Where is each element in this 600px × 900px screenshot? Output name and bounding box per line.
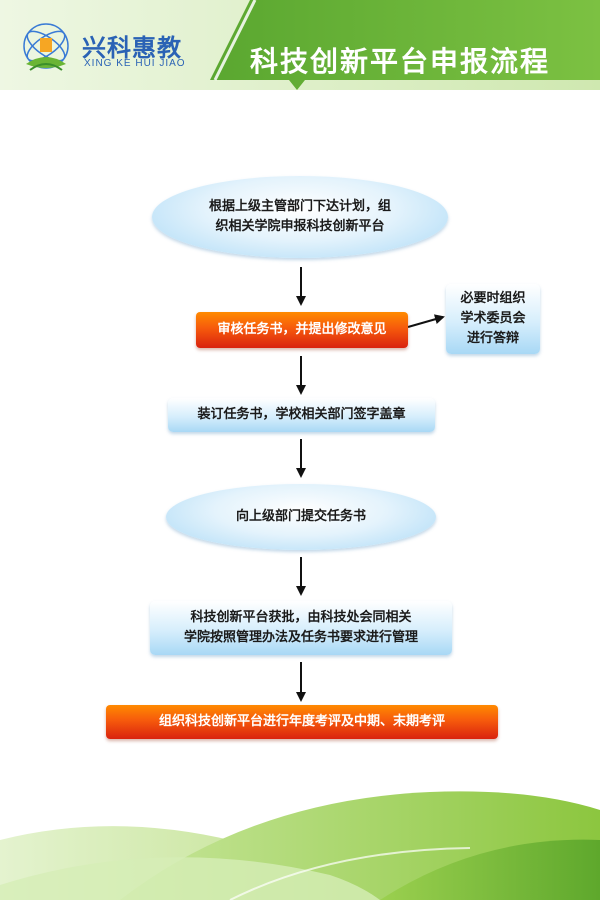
logo-text: 兴科惠教 (82, 34, 182, 62)
header-background (0, 0, 600, 90)
step2-label: 审核任务书，并提出修改意见 (217, 322, 387, 337)
step6-label: 组织科技创新平台进行年度考评及中期、末期考评 (158, 714, 445, 729)
step5-line2: 学院按照管理办法及任务书要求进行管理 (183, 630, 418, 645)
bottom-decoration (0, 791, 600, 900)
logo-icon (23, 23, 69, 71)
step5-node: 科技创新平台获批，由科技处会同相关 学院按照管理办法及任务书要求进行管理 (150, 601, 452, 655)
step1-line1: 根据上级主管部门下达计划，组 (208, 199, 391, 214)
header-banner: 兴科惠教 XING KE HUI JIAO 科技创新平台申报流程 (0, 0, 600, 90)
step2-side-node: 必要时组织 学术委员会 进行答辩 (446, 284, 540, 354)
page-title: 科技创新平台申报流程 (249, 45, 550, 78)
step4-node: 向上级部门提交任务书 (166, 484, 436, 550)
step4-label: 向上级部门提交任务书 (235, 509, 366, 524)
step2-side-line3: 进行答辩 (466, 331, 519, 346)
step2-side-line2: 学术委员会 (460, 311, 526, 326)
step1-line2: 织相关学院申报科技创新平台 (215, 219, 385, 234)
step3-node: 装订任务书，学校相关部门签字盖章 (168, 398, 435, 432)
step2-node: 审核任务书，并提出修改意见 (196, 312, 408, 348)
step3-label: 装订任务书，学校相关部门签字盖章 (197, 407, 406, 422)
step5-line1: 科技创新平台获批，由科技处会同相关 (190, 610, 412, 625)
logo-subtext: XING KE HUI JIAO (84, 58, 186, 69)
arrow-step2-to-side (407, 314, 445, 328)
step2-side-line1: 必要时组织 (460, 291, 526, 306)
step6-node: 组织科技创新平台进行年度考评及中期、末期考评 (106, 705, 498, 739)
step1-node: 根据上级主管部门下达计划，组 织相关学院申报科技创新平台 (152, 176, 448, 258)
